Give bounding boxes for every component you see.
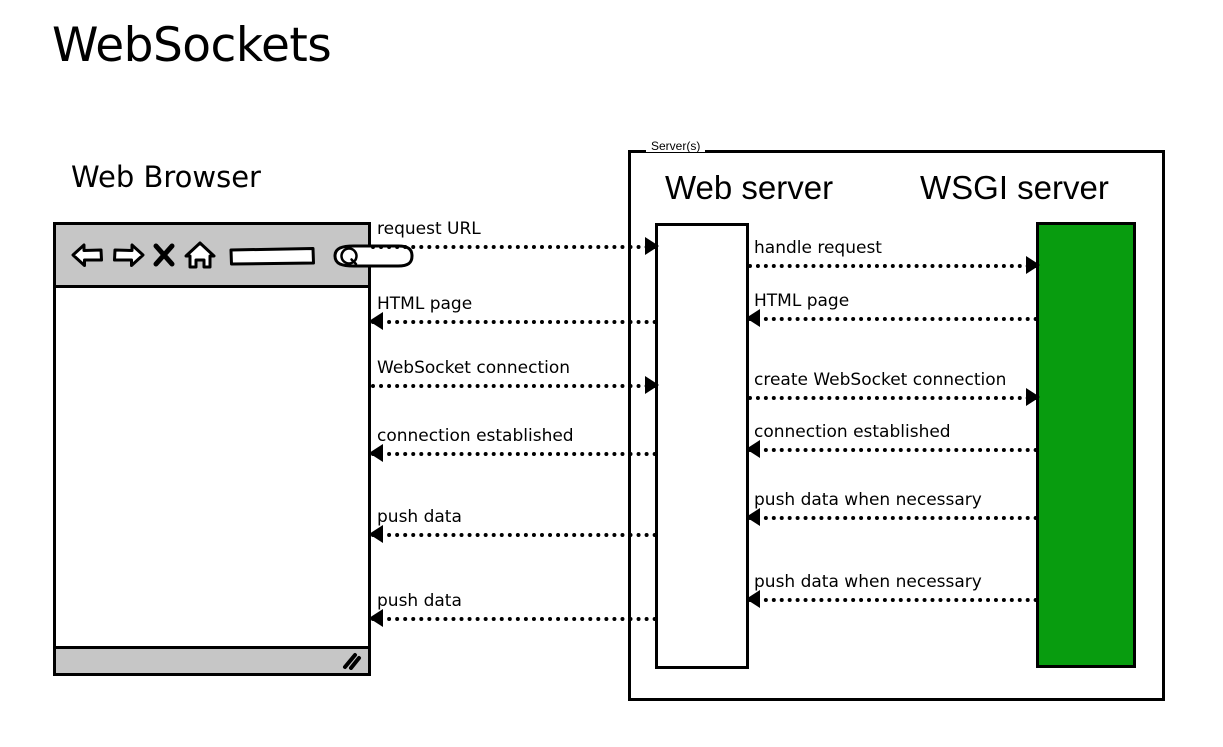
server-group-legend: Server(s) bbox=[646, 140, 706, 152]
forward-arrow-icon[interactable] bbox=[108, 235, 148, 275]
search-input[interactable] bbox=[332, 235, 416, 275]
dotted-line bbox=[748, 317, 1038, 321]
resize-grip-icon[interactable] bbox=[342, 652, 362, 670]
page-title: WebSockets bbox=[52, 18, 332, 73]
message-label: request URL bbox=[377, 219, 481, 240]
message-label: HTML page bbox=[754, 291, 850, 312]
arrowhead-right-icon bbox=[1026, 256, 1040, 274]
web-server-lifeline bbox=[655, 223, 749, 669]
message-label: WebSocket connection bbox=[377, 358, 571, 379]
arrowhead-left-icon bbox=[746, 590, 760, 608]
stop-x-icon[interactable] bbox=[148, 235, 180, 275]
arrowhead-left-icon bbox=[369, 525, 383, 543]
web-server-heading: Web server bbox=[665, 169, 834, 206]
back-arrow-icon[interactable] bbox=[68, 235, 108, 275]
toolbar-icon-group bbox=[68, 235, 416, 275]
message-label: HTML page bbox=[377, 294, 473, 315]
dotted-line bbox=[371, 245, 657, 249]
dotted-line bbox=[748, 448, 1038, 452]
message-label: push data bbox=[377, 507, 462, 528]
dotted-line bbox=[748, 598, 1038, 602]
arrowhead-left-icon bbox=[369, 312, 383, 330]
arrowhead-right-icon bbox=[1026, 388, 1040, 406]
message-label: push data when necessary bbox=[754, 572, 982, 593]
browser-viewport bbox=[56, 288, 368, 646]
arrowhead-right-icon bbox=[645, 237, 659, 255]
arrowhead-left-icon bbox=[746, 309, 760, 327]
arrowhead-left-icon bbox=[746, 440, 760, 458]
dotted-line bbox=[748, 264, 1038, 268]
home-icon[interactable] bbox=[180, 235, 220, 275]
wsgi-server-lifeline bbox=[1036, 222, 1136, 668]
message-label: connection established bbox=[754, 422, 951, 443]
message-label: handle request bbox=[754, 238, 882, 259]
browser-window bbox=[53, 222, 414, 676]
dotted-line bbox=[371, 533, 657, 537]
arrowhead-left-icon bbox=[369, 609, 383, 627]
wsgi-server-heading: WSGI server bbox=[920, 169, 1109, 206]
dotted-line bbox=[371, 452, 657, 456]
arrowhead-left-icon bbox=[369, 444, 383, 462]
message-label: push data bbox=[377, 591, 462, 612]
message-label: connection established bbox=[377, 426, 574, 447]
dotted-line bbox=[748, 516, 1038, 520]
dotted-line bbox=[371, 617, 657, 621]
server-group-box bbox=[628, 150, 1165, 701]
dotted-line bbox=[371, 320, 657, 324]
dotted-line bbox=[371, 384, 657, 388]
dotted-line bbox=[748, 396, 1038, 400]
arrowhead-right-icon bbox=[645, 376, 659, 394]
message-label: push data when necessary bbox=[754, 490, 982, 511]
arrowhead-left-icon bbox=[746, 508, 760, 526]
web-browser-heading: Web Browser bbox=[71, 160, 261, 194]
browser-statusbar bbox=[56, 646, 368, 673]
browser-toolbar bbox=[56, 225, 414, 288]
url-input[interactable] bbox=[228, 235, 316, 275]
message-label: create WebSocket connection bbox=[754, 370, 1007, 391]
